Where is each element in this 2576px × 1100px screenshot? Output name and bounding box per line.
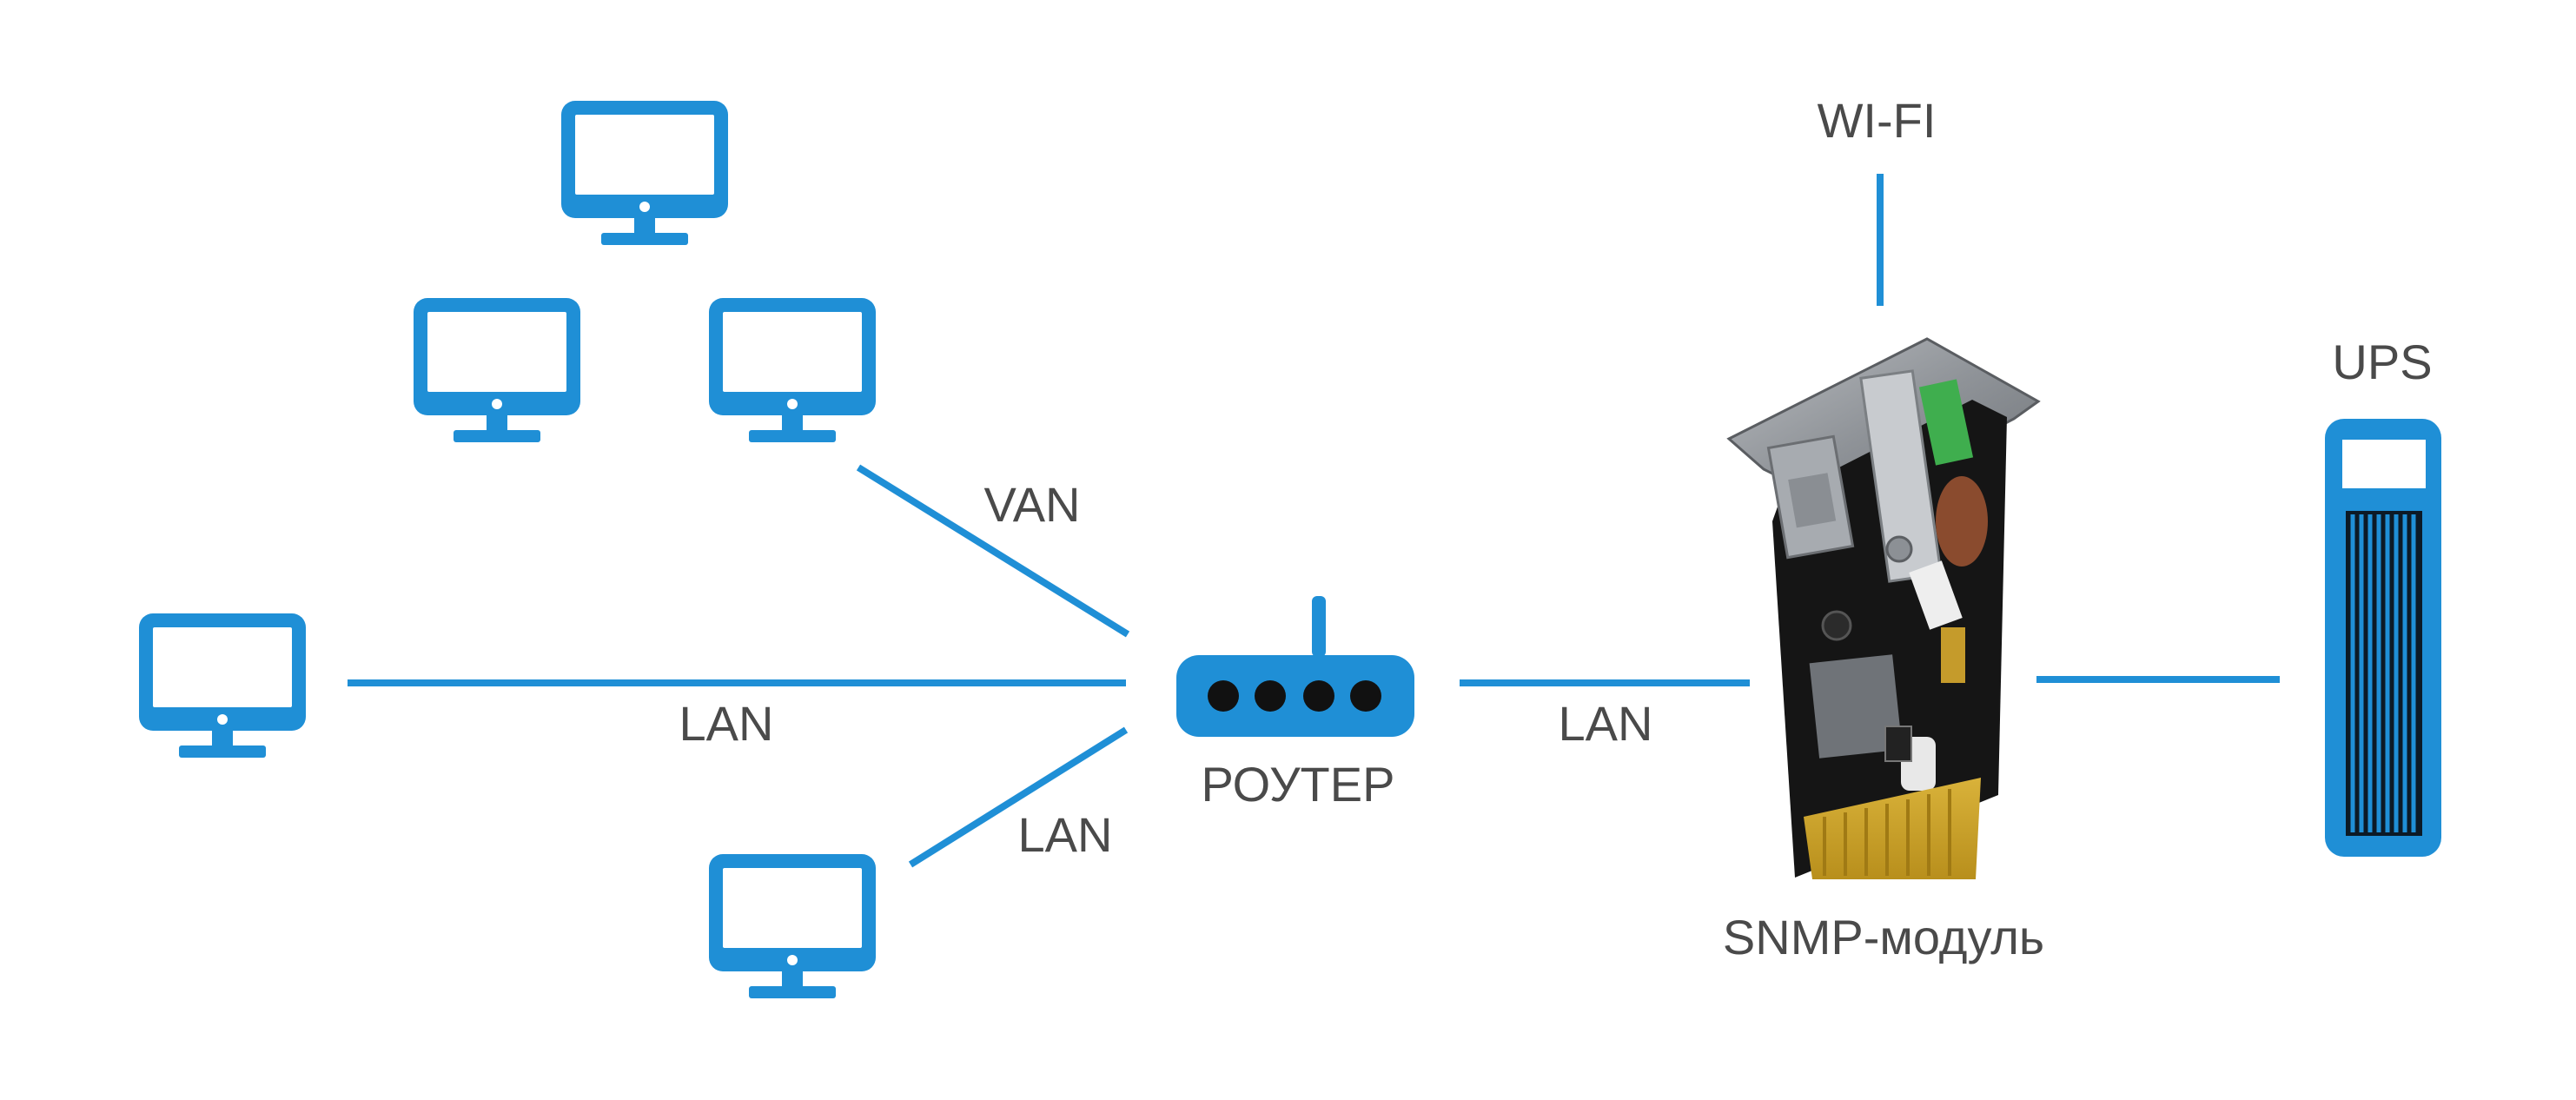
router-label: РОУТЕР [1202, 757, 1395, 812]
lan-label-bottom: LAN [1018, 807, 1113, 862]
monitor-icon [414, 298, 580, 442]
lan-link-bottom [908, 726, 1129, 868]
van-link [856, 464, 1130, 638]
monitor-icon [139, 613, 306, 758]
wifi-label: WI-FI [1818, 93, 1937, 148]
monitor-icon [709, 854, 876, 998]
monitor-icon [709, 298, 876, 442]
snmp-card-image [1726, 337, 2041, 879]
router-icon [1176, 596, 1414, 737]
monitor-icon [561, 101, 728, 245]
lan-label-left: LAN [679, 696, 774, 751]
connection-lines [348, 174, 2280, 868]
ups-icon [2325, 419, 2441, 857]
van-label: VAN [984, 477, 1081, 532]
ups-label: UPS [2332, 335, 2432, 389]
lan-label-right: LAN [1559, 696, 1653, 751]
snmp-module-label: SNMP-модуль [1723, 910, 2044, 964]
